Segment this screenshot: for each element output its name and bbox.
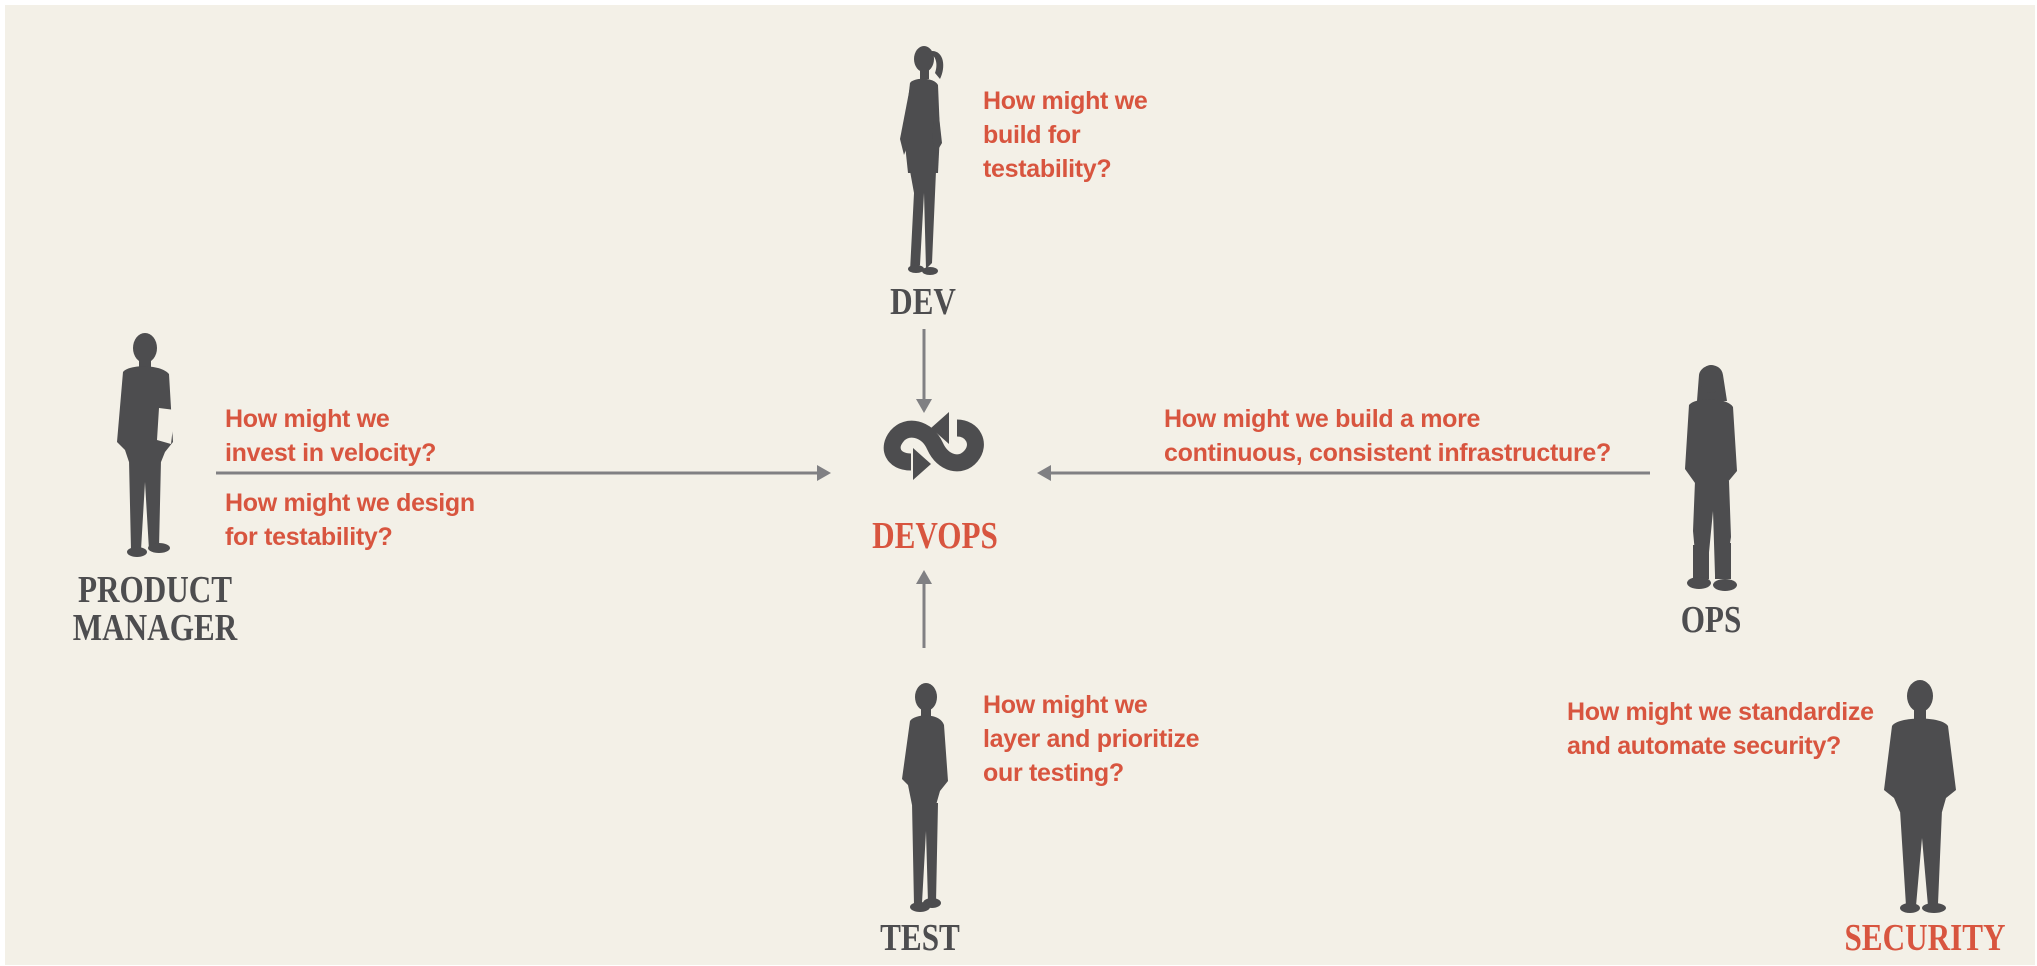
pm-question-velocity: How might we invest in velocity? xyxy=(225,405,437,467)
ops-person-icon xyxy=(1685,365,1737,591)
security-label: SECURITY xyxy=(1844,917,2006,959)
arrow-test-head xyxy=(916,570,932,584)
product-manager-person-icon xyxy=(117,333,175,557)
test-label: TEST xyxy=(880,917,960,959)
test-question: How might we layer and prioritize our te… xyxy=(983,691,1200,787)
arrow-pm-head xyxy=(817,465,831,481)
ops-question: How might we build a more continuous, co… xyxy=(1164,405,1611,467)
arrow-ops-head xyxy=(1037,465,1051,481)
product-manager-label: PRODUCT MANAGER xyxy=(72,569,238,649)
pm-question-testability: How might we design for testability? xyxy=(225,489,475,551)
dev-question: How might we build for testability? xyxy=(983,87,1148,183)
arrow-dev-head xyxy=(916,399,932,413)
security-person-icon xyxy=(1884,680,1956,913)
devops-loop-icon xyxy=(883,412,984,480)
diagram-canvas: DEVOPS DEV How might we build for testab… xyxy=(5,5,2035,965)
test-person-icon xyxy=(902,683,948,912)
dev-label: DEV xyxy=(890,281,956,323)
ops-label: OPS xyxy=(1680,599,1742,641)
security-question: How might we standardize and automate se… xyxy=(1567,698,1874,760)
dev-person-icon xyxy=(900,46,944,275)
arrows-layer xyxy=(216,329,1650,648)
devops-label: DEVOPS xyxy=(872,515,998,557)
